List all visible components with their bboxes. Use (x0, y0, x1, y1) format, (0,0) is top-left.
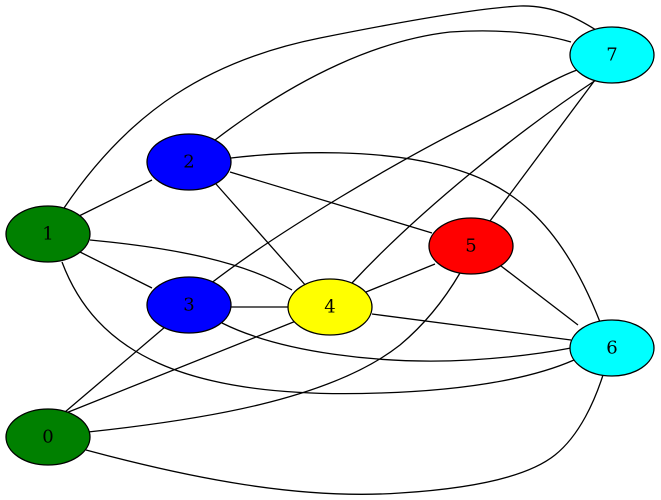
edge-2-4 (215, 183, 308, 288)
node-5-ellipse (428, 217, 514, 275)
node-5-label: 5 (465, 236, 476, 257)
node-0-ellipse (5, 408, 91, 466)
edge-4-6 (371, 313, 572, 341)
node-3-ellipse (146, 276, 232, 334)
node-0: 0 (5, 408, 91, 466)
node-0-label: 0 (42, 427, 53, 448)
node-6-label: 6 (606, 338, 617, 359)
edge-1-4 (89, 239, 293, 291)
node-2-label: 2 (183, 152, 194, 173)
node-1-ellipse (5, 205, 91, 263)
node-1-label: 1 (42, 224, 53, 245)
edge-3-7 (209, 69, 578, 285)
node-3: 3 (146, 276, 232, 334)
node-7-ellipse (569, 26, 655, 84)
edge-5-6 (500, 265, 579, 326)
edge-0-6 (85, 374, 604, 495)
edges-layer (61, 5, 604, 495)
node-4-ellipse (287, 278, 373, 336)
edge-1-2 (78, 179, 153, 217)
edge-0-4 (65, 318, 302, 414)
edge-0-3 (64, 326, 166, 413)
node-7-label: 7 (606, 45, 617, 66)
edge-3-6 (221, 322, 572, 362)
edge-4-5 (365, 263, 436, 293)
node-6: 6 (569, 319, 655, 377)
edge-1-3 (79, 251, 153, 289)
edge-0-5 (87, 272, 461, 433)
edge-1-6 (61, 261, 575, 395)
node-2-ellipse (146, 133, 232, 191)
node-6-ellipse (569, 319, 655, 377)
edge-1-7 (63, 5, 597, 209)
node-1: 1 (5, 205, 91, 263)
node-3-label: 3 (183, 295, 194, 316)
edge-2-6 (230, 152, 601, 323)
nodes-layer: 0 1 2 3 4 5 6 7 (5, 26, 655, 466)
node-7: 7 (569, 26, 655, 84)
node-2: 2 (146, 133, 232, 191)
node-5: 5 (428, 217, 514, 275)
edge-5-7 (489, 79, 596, 222)
edge-4-7 (351, 79, 597, 284)
node-4-label: 4 (324, 297, 335, 318)
node-4: 4 (287, 278, 373, 336)
edge-2-7 (214, 30, 572, 141)
